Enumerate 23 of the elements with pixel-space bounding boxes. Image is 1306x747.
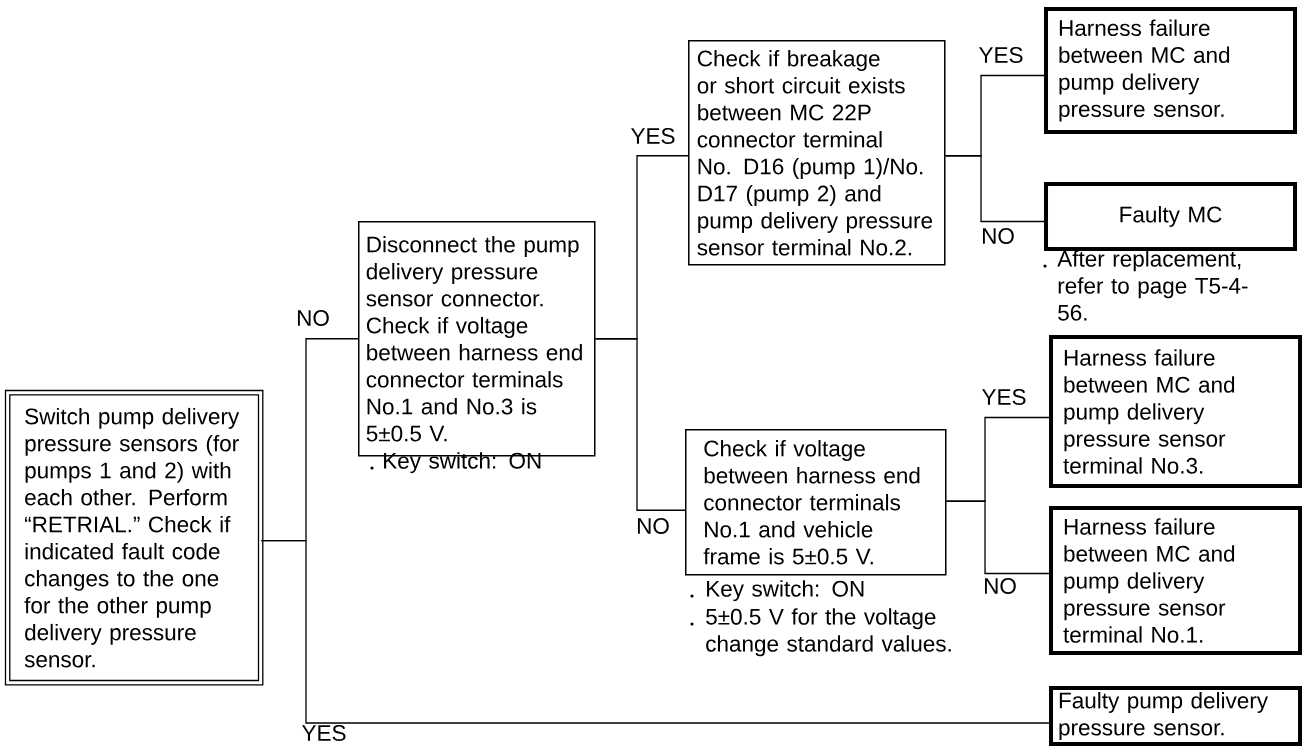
result-box: Harness failure between MC and pump delivery pressure sensor. — [1044, 7, 1297, 134]
result-box: Faulty pump delivery pressure sensor. — [1049, 686, 1302, 746]
result-box: Harness failure between MC and pump delivery pressure sensor terminal No.3. — [1049, 335, 1302, 488]
edge-label: YES — [977, 46, 1025, 64]
connector-line — [944, 155, 1045, 223]
note-text: After replacement, refer to page T5-4-56. — [1057, 250, 1248, 321]
edge-label: YES — [980, 388, 1028, 406]
edge-label: NO — [982, 577, 1018, 595]
result-box: Faulty MC — [1044, 182, 1297, 251]
edge-label: NO — [980, 227, 1016, 245]
start-box: Switch pump delivery pressure sensors (for pumps 1 and 2) with each other. Perform “RETRIAL.” Check if indicated fault code changes to the one for the other pump delivery pressure sensor. — [4, 389, 264, 686]
edge-label: YES — [300, 724, 348, 742]
result-box: Harness failure between MC and pump delivery pressure sensor terminal No.1. — [1049, 506, 1302, 655]
note-text: 5±0.5 V for the voltage change standard values. — [706, 608, 951, 657]
connector-line — [945, 500, 1050, 575]
edge-label: NO — [295, 309, 331, 327]
check-box: Check if breakage or short circuit exists between MC 22P connector terminal No. D16 (pump 1)/No. D17 (pump 2) and pump delivery pressure sensor terminal No.2. — [688, 40, 946, 266]
edge-label: YES — [629, 127, 677, 145]
connector-line — [594, 338, 686, 511]
check-box: Check if voltage between harness end connector terminals No.1 and vehicle frame is 5±0.5 V. — [685, 429, 947, 576]
edge-label: NO — [635, 517, 671, 535]
connector-line — [260, 540, 1050, 724]
note-text: Key switch: ON — [707, 580, 864, 602]
